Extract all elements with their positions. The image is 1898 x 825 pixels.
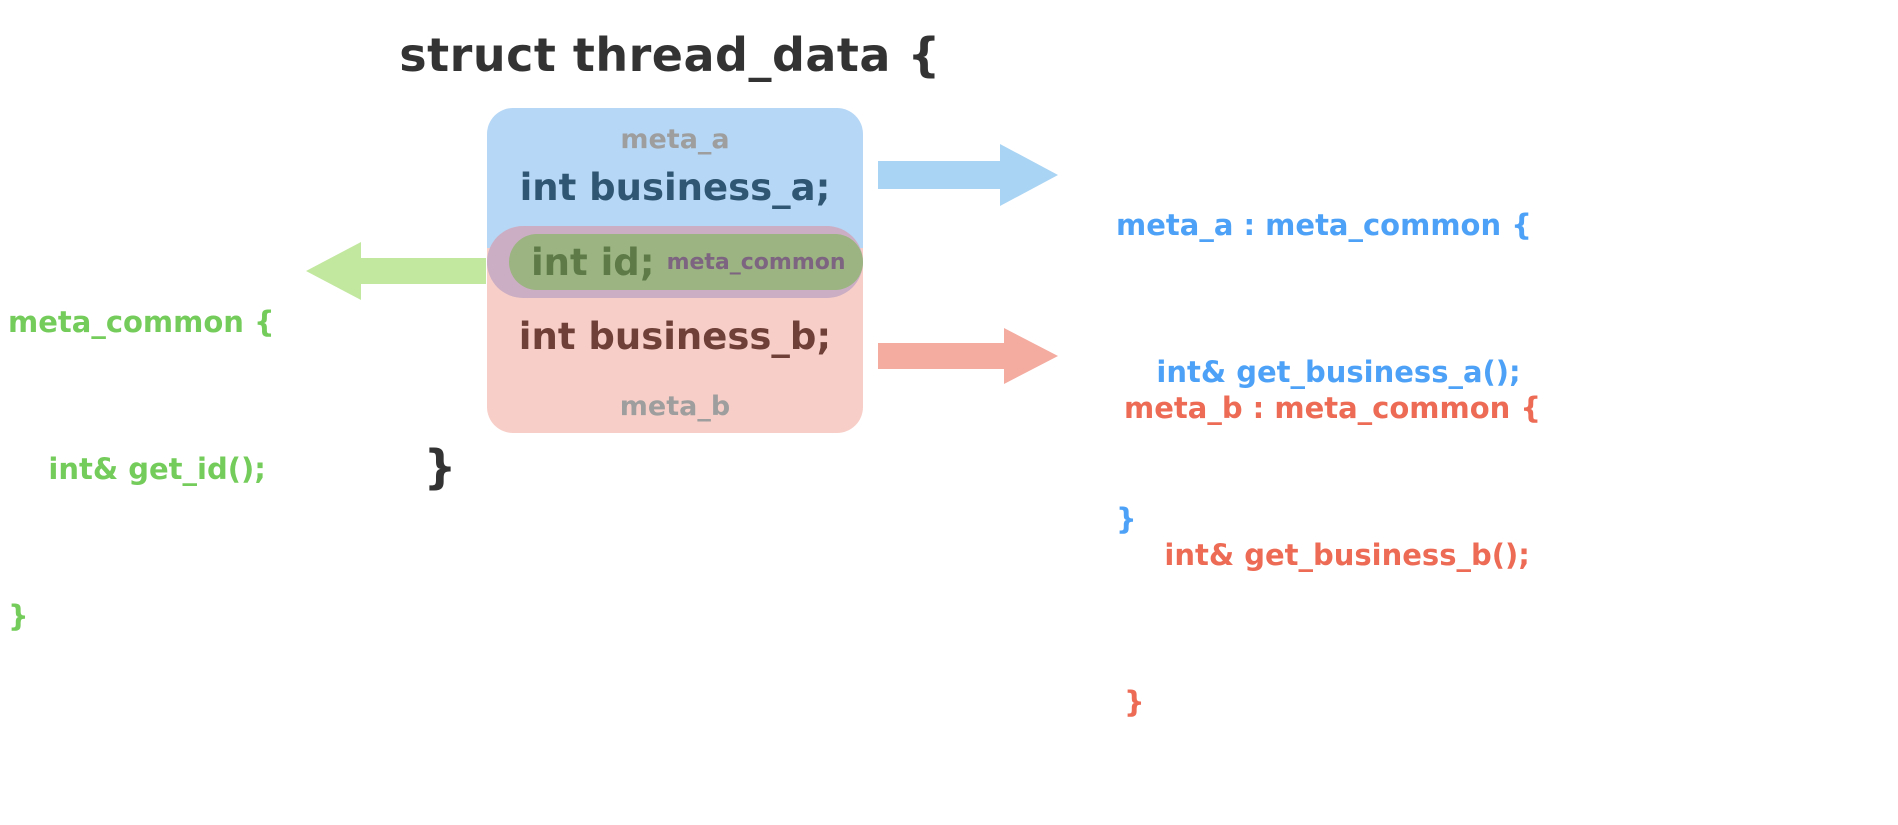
- section-meta-a-band: [487, 108, 863, 248]
- meta-common-label: meta_common: [666, 249, 846, 275]
- field-id: int id;: [531, 240, 655, 284]
- field-business-b: int business_b;: [518, 315, 832, 358]
- struct-title: struct thread_data {: [399, 28, 941, 82]
- code-line: int& get_business_b();: [1124, 538, 1530, 572]
- arrow-left-icon: [306, 242, 486, 300]
- arrow-meta-b-icon: [878, 328, 1058, 384]
- struct-closing-brace: }: [423, 440, 457, 494]
- code-line: int& get_business_a();: [1116, 355, 1521, 389]
- diagram-canvas: struct thread_data { meta_a int business…: [8, 28, 1542, 719]
- code-line: meta_b : meta_common {: [1124, 391, 1542, 425]
- id-row-outer-highlight: int id; meta_common: [487, 226, 863, 298]
- code-line: int& get_id();: [8, 452, 266, 486]
- code-line: }: [8, 599, 29, 633]
- code-line: meta_common {: [8, 305, 275, 339]
- code-line: meta_a : meta_common {: [1116, 208, 1532, 242]
- struct-box: meta_a int business_a; int id; meta_comm…: [487, 108, 863, 433]
- code-block-meta-a: meta_a : meta_common { int& get_business…: [1116, 103, 1532, 642]
- meta-a-label: meta_a: [620, 124, 730, 155]
- id-row-inner-highlight: int id; meta_common: [509, 234, 863, 290]
- code-line: }: [1124, 685, 1145, 719]
- meta-b-label: meta_b: [619, 391, 731, 422]
- code-block-meta-common: meta_common { int& get_id(); }: [8, 200, 275, 739]
- arrow-meta-a-icon: [878, 144, 1058, 206]
- code-line: }: [1116, 502, 1137, 536]
- field-business-a: int business_a;: [519, 166, 831, 209]
- code-block-meta-b: meta_b : meta_common { int& get_business…: [1124, 286, 1541, 825]
